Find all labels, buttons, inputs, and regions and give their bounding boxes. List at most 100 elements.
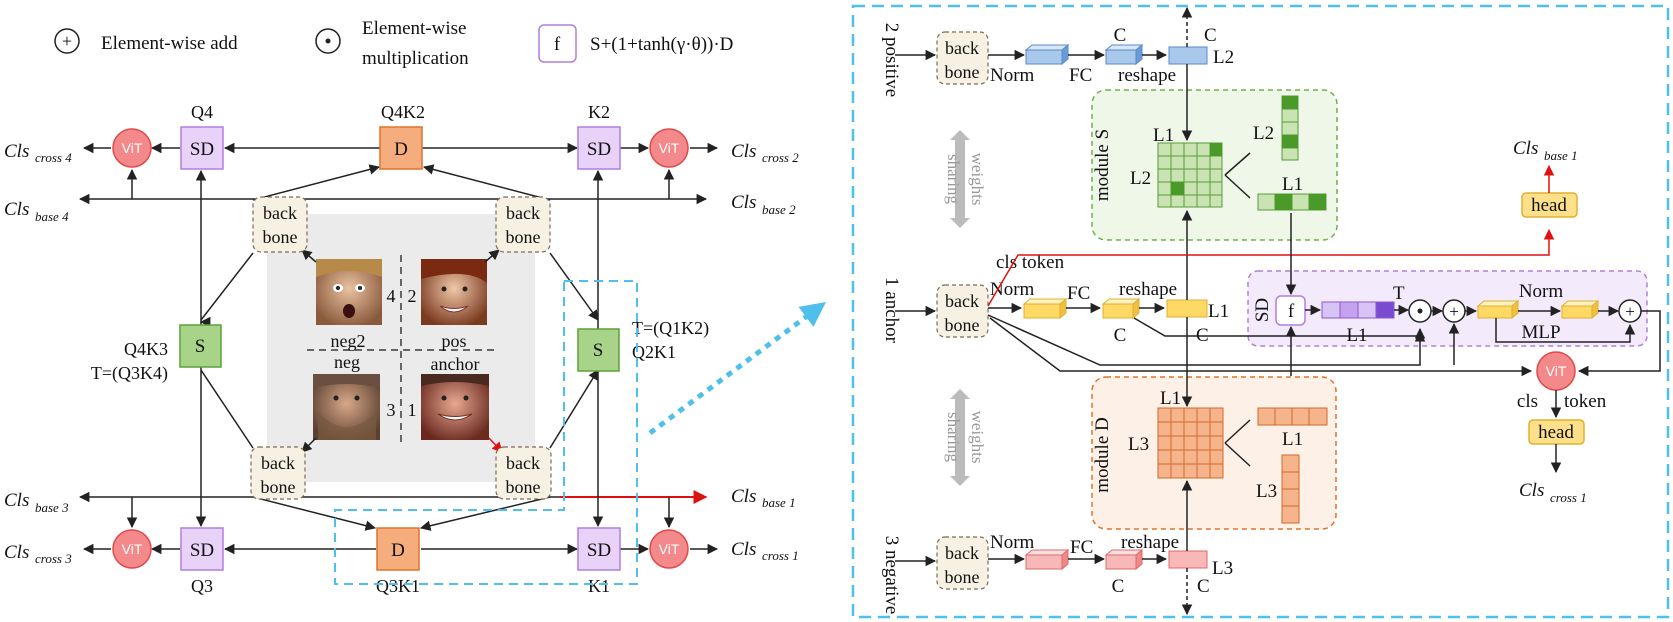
sd-norm-label: Norm — [1519, 281, 1564, 302]
label-t-q3k4: T=(Q3K4) — [91, 363, 168, 384]
multiply-icon — [315, 28, 341, 54]
label-neg: neg — [334, 352, 360, 372]
cls-cross1-label: Cls cross 1 — [731, 539, 799, 563]
module-d-l1-row: L1 — [1282, 429, 1303, 450]
neg-l3-label: L3 — [1212, 558, 1233, 579]
f-legend-box — [538, 24, 577, 63]
sd-node-k1 — [577, 527, 621, 571]
vit-token-label: token — [1564, 391, 1607, 412]
pos-backbone-l2: bone — [945, 62, 980, 82]
legend-add-label: Element-wise add — [101, 33, 238, 54]
vit-label-q3: ViT — [122, 541, 143, 557]
module-d-row — [1257, 407, 1328, 426]
cls-base4-label: Cls base 4 — [4, 199, 69, 224]
bb-tr-to-d — [422, 164, 551, 201]
anchor-backbone — [936, 284, 989, 338]
face-to-bb-bl — [301, 437, 317, 453]
d-label-q3k1: D — [391, 540, 405, 561]
backbone-tl-l1: back — [263, 203, 297, 223]
svg-text:Cls: Cls — [731, 141, 756, 162]
face-to-bb-tl — [301, 249, 317, 263]
backbone-tl — [252, 196, 308, 253]
anchor-fc-token — [1101, 297, 1141, 320]
bb-tl-to-s — [200, 252, 254, 321]
branch-anchor-label: 1 anchor — [881, 277, 902, 344]
f-formula: S+(1+tanh(γ·θ))·D — [590, 34, 733, 55]
svg-text:weights: weights — [968, 153, 987, 206]
backbone-br — [495, 446, 552, 500]
pos-c-label-2: C — [1204, 25, 1217, 46]
anchor-reshape-token — [1166, 299, 1208, 318]
highlight-region — [334, 280, 638, 585]
sharing-weights-bottom: sharing weights — [944, 389, 987, 486]
sd-mlp-token — [1560, 299, 1600, 320]
neg-backbone-l1: back — [945, 543, 979, 563]
backbone-tr-l1: back — [506, 203, 540, 223]
anchor-to-vit — [989, 317, 1533, 377]
neg-reshape-token — [1168, 550, 1208, 569]
s-branch-up — [1224, 152, 1251, 176]
svg-text:Cls: Cls — [4, 141, 29, 162]
sharing-weights-top: sharing weights — [944, 130, 987, 228]
vit-label-k1: ViT — [659, 541, 680, 557]
module-s-label: module S — [1092, 129, 1113, 201]
backbone-br-l2: bone — [506, 477, 541, 497]
pos-fc-label: FC — [1069, 65, 1092, 86]
anchor-backbone-l1: back — [945, 291, 979, 311]
sd-label-k2: SD — [587, 139, 611, 160]
svg-text:cross 1: cross 1 — [1550, 490, 1587, 505]
branch-negative-label: 3 negative — [881, 536, 902, 615]
anchor-skip-add1 — [987, 314, 1426, 366]
svg-text:sharing: sharing — [944, 412, 963, 463]
bb-tr-to-s — [549, 252, 599, 321]
f-legend-symbol: f — [554, 34, 561, 55]
backbone-bl — [250, 446, 306, 500]
face-pos — [421, 259, 487, 325]
face-neg2 — [316, 259, 382, 325]
vit-node-k2 — [649, 128, 689, 168]
face-to-bb-tr — [484, 249, 500, 263]
add-icon — [54, 28, 80, 54]
cls-cross1-right-label: Cls cross 1 — [1519, 480, 1587, 505]
cls-base2-label: Cls base 2 — [731, 192, 796, 217]
module-d-l3-left: L3 — [1128, 434, 1149, 455]
add-symbol: + — [62, 31, 72, 51]
bb-tl-to-d — [252, 164, 381, 201]
backbone-tr — [495, 196, 551, 253]
legend-mul-label-1: Element-wise — [362, 18, 466, 39]
vit-node-q4 — [112, 128, 152, 168]
svg-text:cross 2: cross 2 — [762, 150, 799, 165]
pos-reshape-token — [1168, 46, 1208, 65]
neg-fc-token — [1104, 548, 1144, 571]
neg-c-label-1: C — [1112, 576, 1125, 597]
svg-text:weights: weights — [968, 411, 987, 464]
vit-label-q4: ViT — [122, 140, 143, 156]
d-branch-down — [1224, 442, 1251, 467]
right-panel-border — [851, 4, 1670, 619]
sd-label-q4: SD — [190, 139, 214, 160]
backbone-bl-l1: back — [261, 453, 295, 473]
module-s-l1-top: L1 — [1153, 125, 1174, 146]
module-s-l1-row: L1 — [1282, 174, 1303, 195]
legend-mul-label-2: multiplication — [362, 48, 469, 69]
f-node-label: f — [1288, 301, 1295, 322]
svg-text:base 2: base 2 — [762, 202, 796, 217]
label-q4k3: Q4K3 — [124, 339, 168, 359]
sd-l1-label: L1 — [1346, 325, 1367, 346]
sd-mlp-label: MLP — [1521, 322, 1560, 343]
residual-to-add2 — [1495, 318, 1636, 343]
vit-label-right: ViT — [1546, 363, 1567, 379]
anchor-backbone-l2: bone — [945, 315, 980, 335]
module-s-l2-col: L2 — [1253, 123, 1274, 144]
pos-norm-token — [1024, 43, 1070, 66]
svg-text:base 4: base 4 — [35, 209, 69, 224]
pos-norm-label: Norm — [990, 65, 1035, 86]
sd-node-k2 — [577, 126, 621, 170]
vit-cls-label: cls — [1517, 391, 1538, 412]
cls-token-red-path — [987, 228, 1555, 307]
sd-node-q3 — [180, 527, 224, 571]
pos-reshape-label: reshape — [1118, 65, 1176, 86]
anchor-norm-token — [1022, 297, 1068, 320]
cls-base3-label: Cls base 3 — [4, 490, 69, 515]
right-panel: 2 positive 1 anchor 3 negative sharing w… — [851, 4, 1670, 619]
